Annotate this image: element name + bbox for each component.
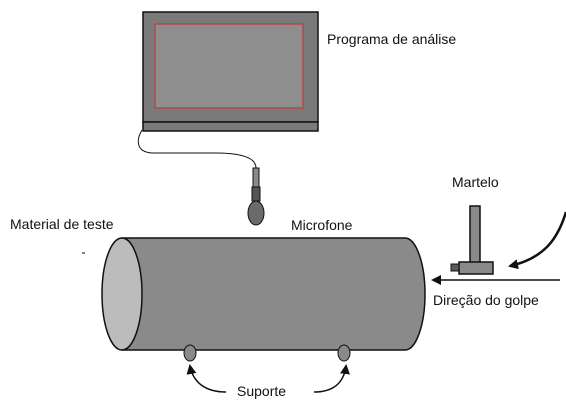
monitor-icon bbox=[142, 11, 319, 132]
support-arrow-right bbox=[313, 364, 350, 393]
support-left bbox=[183, 344, 197, 362]
hammer-swing-arrow bbox=[508, 211, 566, 270]
monitor-base bbox=[142, 121, 319, 132]
label-analysis-program: Programa de análise bbox=[327, 31, 456, 47]
label-microphone: Microfone bbox=[291, 217, 353, 233]
microphone-icon bbox=[247, 167, 265, 226]
cylinder-icon bbox=[101, 237, 426, 351]
label-test-material: Material de teste bbox=[10, 216, 114, 232]
cylinder-end-face bbox=[101, 237, 143, 351]
label-strike-direction: Direção do golpe bbox=[433, 292, 539, 308]
support-arrow-left bbox=[186, 364, 227, 393]
hammer-head bbox=[458, 261, 494, 275]
support-right bbox=[337, 344, 351, 362]
microphone-cable bbox=[137, 129, 257, 169]
hammer-tip bbox=[450, 263, 460, 272]
hammer-handle bbox=[469, 205, 481, 265]
monitor-screen bbox=[154, 23, 304, 109]
hammer-icon bbox=[450, 205, 494, 275]
label-support: Suporte bbox=[237, 383, 286, 399]
label-hammer: Martelo bbox=[452, 174, 499, 190]
cylinder-body bbox=[121, 237, 426, 351]
